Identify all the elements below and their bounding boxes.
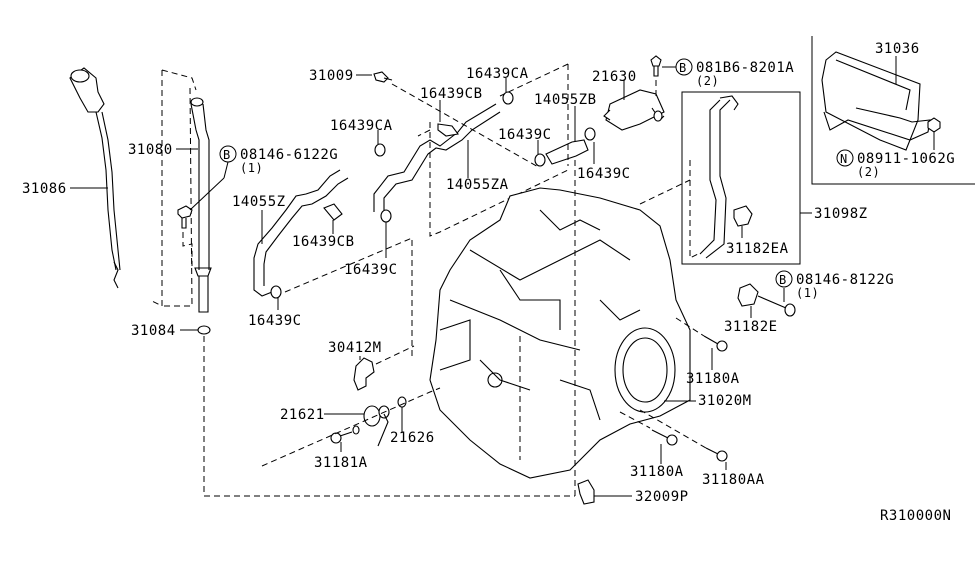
cooler-connector-21630[interactable]: [603, 89, 665, 131]
clamp-16439CB-top[interactable]: [437, 123, 459, 137]
bolt-31181A[interactable]: [330, 425, 360, 444]
label-21630: 21630: [592, 69, 637, 85]
clip-31182E[interactable]: [737, 283, 759, 307]
bolt-symbol-b-icon: [675, 58, 693, 76]
label-08911-1062G: 08911-1062G: [857, 151, 955, 167]
clamp-16439C-bottom[interactable]: [270, 285, 282, 299]
label-08146-8122G: 08146-8122G: [796, 272, 894, 288]
label-31036: 31036: [875, 41, 920, 57]
label-14055ZA: 14055ZA: [446, 177, 509, 193]
bracket-32009P[interactable]: [577, 479, 595, 505]
label-31180A-upper: 31180A: [686, 371, 740, 387]
label-16439C-mid: 16439C: [498, 127, 552, 143]
svg-text:B: B: [223, 148, 231, 162]
label-081B6-8201A: 081B6-8201A: [696, 60, 794, 76]
label-14055Z: 14055Z: [232, 194, 286, 210]
svg-text:B: B: [679, 61, 687, 75]
hose-14055ZA[interactable]: [373, 103, 501, 214]
label-31098Z: 31098Z: [814, 206, 868, 222]
label-08146-6122G: 08146-6122G: [240, 147, 338, 163]
label-31009: 31009: [309, 68, 354, 84]
cover-31036[interactable]: [821, 51, 931, 151]
label-31181A: 31181A: [314, 455, 368, 471]
dipstick-31086[interactable]: [69, 67, 121, 289]
qty-08146-6122G: (1): [240, 161, 263, 175]
label-31182E: 31182E: [724, 319, 778, 335]
bolt-31180A-lower[interactable]: [651, 429, 678, 446]
bolt-symbol-b-icon: [775, 270, 793, 288]
svg-text:N: N: [840, 152, 848, 166]
transaxle-assembly[interactable]: [429, 187, 691, 479]
label-31084: 31084: [131, 323, 176, 339]
label-31180A-lower: 31180A: [630, 464, 684, 480]
label-30412M: 30412M: [328, 340, 382, 356]
bolt-31180A-upper[interactable]: [703, 335, 728, 352]
label-16439C-low: 16439C: [344, 262, 398, 278]
clamp-16439CB-low[interactable]: [323, 203, 343, 221]
svg-text:B: B: [779, 273, 787, 287]
bolt-081B6-8201A[interactable]: [650, 55, 662, 77]
clamp-16439CA-top[interactable]: [502, 91, 514, 105]
clamp-16439C-right[interactable]: [584, 127, 596, 141]
label-31080: 31080: [128, 142, 173, 158]
label-16439CB-low: 16439CB: [292, 234, 355, 250]
label-31086: 31086: [22, 181, 67, 197]
box-31098Z: [681, 91, 801, 265]
qty-081B6-8201A: (2): [696, 74, 719, 88]
label-21626: 21626: [390, 430, 435, 446]
label-14055ZB: 14055ZB: [534, 92, 597, 108]
o-ring-31084[interactable]: [197, 325, 211, 335]
hose-14055Z[interactable]: [253, 169, 349, 297]
clamp-16439CA-left[interactable]: [374, 143, 386, 157]
label-16439CA-left: 16439CA: [330, 118, 393, 134]
label-16439C-bottom: 16439C: [248, 313, 302, 329]
label-32009P: 32009P: [635, 489, 689, 505]
clamp-16439C-low[interactable]: [380, 209, 392, 223]
label-31182EA: 31182EA: [726, 241, 789, 257]
nut-symbol-n-icon: [836, 149, 854, 167]
plug-31009[interactable]: [373, 71, 393, 83]
bracket-30412M[interactable]: [353, 357, 375, 391]
label-31020M: 31020M: [698, 393, 752, 409]
reference-code: R310000N: [880, 508, 951, 524]
bolt-symbol-b-icon: [219, 145, 237, 163]
clip-31182EA[interactable]: [733, 205, 753, 227]
qty-08911-1062G: (2): [857, 165, 880, 179]
qty-08146-8122G: (1): [796, 286, 819, 300]
label-16439CB-top: 16439CB: [420, 86, 483, 102]
hose-14055ZB[interactable]: [545, 139, 589, 165]
tube-31080[interactable]: [190, 97, 212, 313]
label-21621: 21621: [280, 407, 325, 423]
nut-08911-1062G[interactable]: [927, 117, 941, 133]
label-31180AA: 31180AA: [702, 472, 765, 488]
label-16439C-right: 16439C: [577, 166, 631, 182]
bolt-08146-6122G[interactable]: [177, 205, 193, 229]
bolt-31180AA[interactable]: [705, 447, 728, 462]
bolt-08146-8122G[interactable]: [757, 295, 796, 317]
clamp-16439C-mid[interactable]: [534, 153, 546, 167]
label-16439CA-top: 16439CA: [466, 66, 529, 82]
inset-frame: [811, 36, 975, 185]
tube-31098Z[interactable]: [699, 95, 739, 259]
